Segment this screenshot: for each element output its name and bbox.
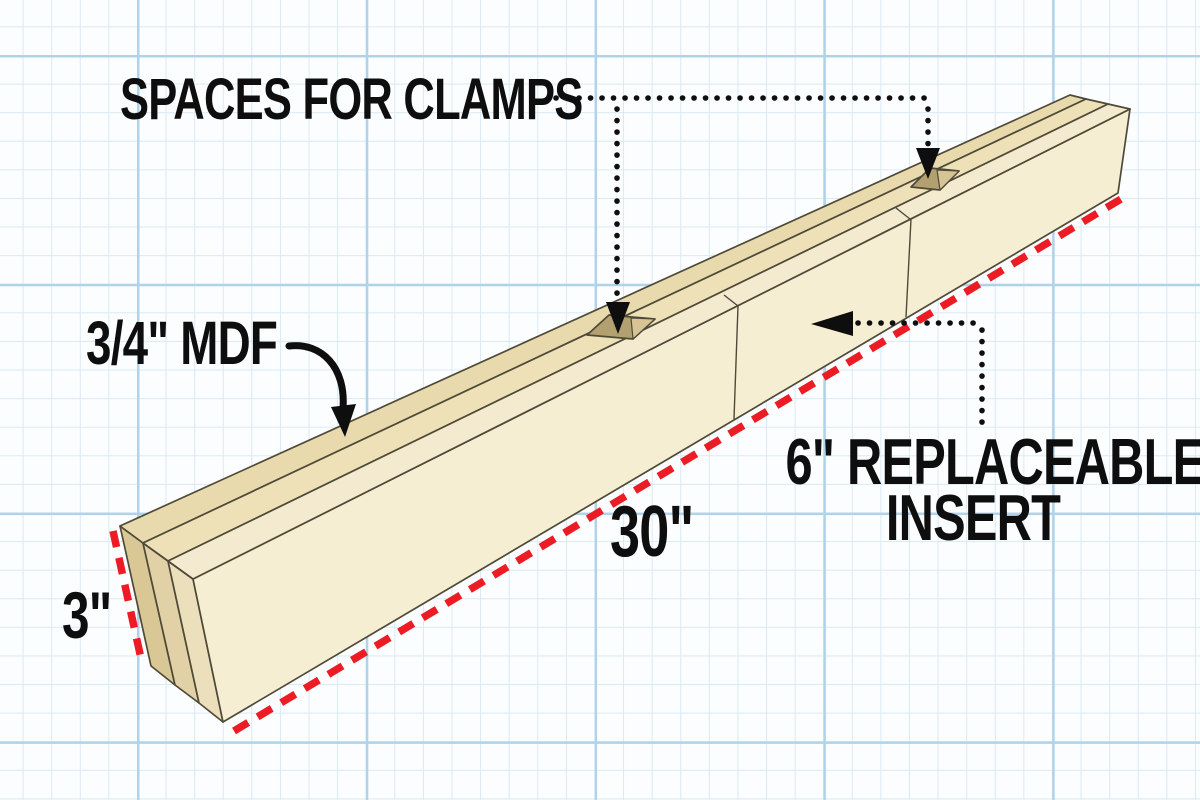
insert-seam-front-right	[905, 218, 912, 318]
label-replaceable-insert-line1: 6" REPLACEABLE	[785, 425, 1200, 498]
dimension-line-length	[232, 192, 1128, 735]
arrowhead-insert-icon	[811, 311, 853, 336]
arrowhead-left-notch-icon	[606, 302, 630, 334]
dimension-line-height	[109, 530, 146, 664]
insert-seam-front-left	[733, 305, 739, 420]
clamp-notch-right-lit-wall	[936, 169, 960, 191]
beam-front-face	[192, 108, 1131, 723]
label-replaceable-insert: 6" REPLACEABLE INSERT	[785, 425, 1200, 554]
beam-top-front-strip	[167, 103, 1131, 580]
label-beam-length: 30"	[610, 492, 694, 572]
arrowhead-right-notch-icon	[916, 148, 940, 179]
label-spaces-for-clamps: SPACES FOR CLAMPS	[120, 67, 583, 132]
insert-seam-top-left	[723, 294, 739, 307]
mdf-callout-arrowhead-icon	[331, 404, 356, 437]
label-replaceable-insert-line2: INSERT	[885, 481, 1061, 554]
label-beam-height: 3"	[62, 578, 112, 652]
mdf-callout-arrow	[285, 342, 347, 412]
clamp-notch-left-lit-wall	[630, 317, 656, 340]
label-mdf-thickness: 3/4" MDF	[86, 309, 278, 377]
insert-seam-top-right	[895, 207, 911, 220]
